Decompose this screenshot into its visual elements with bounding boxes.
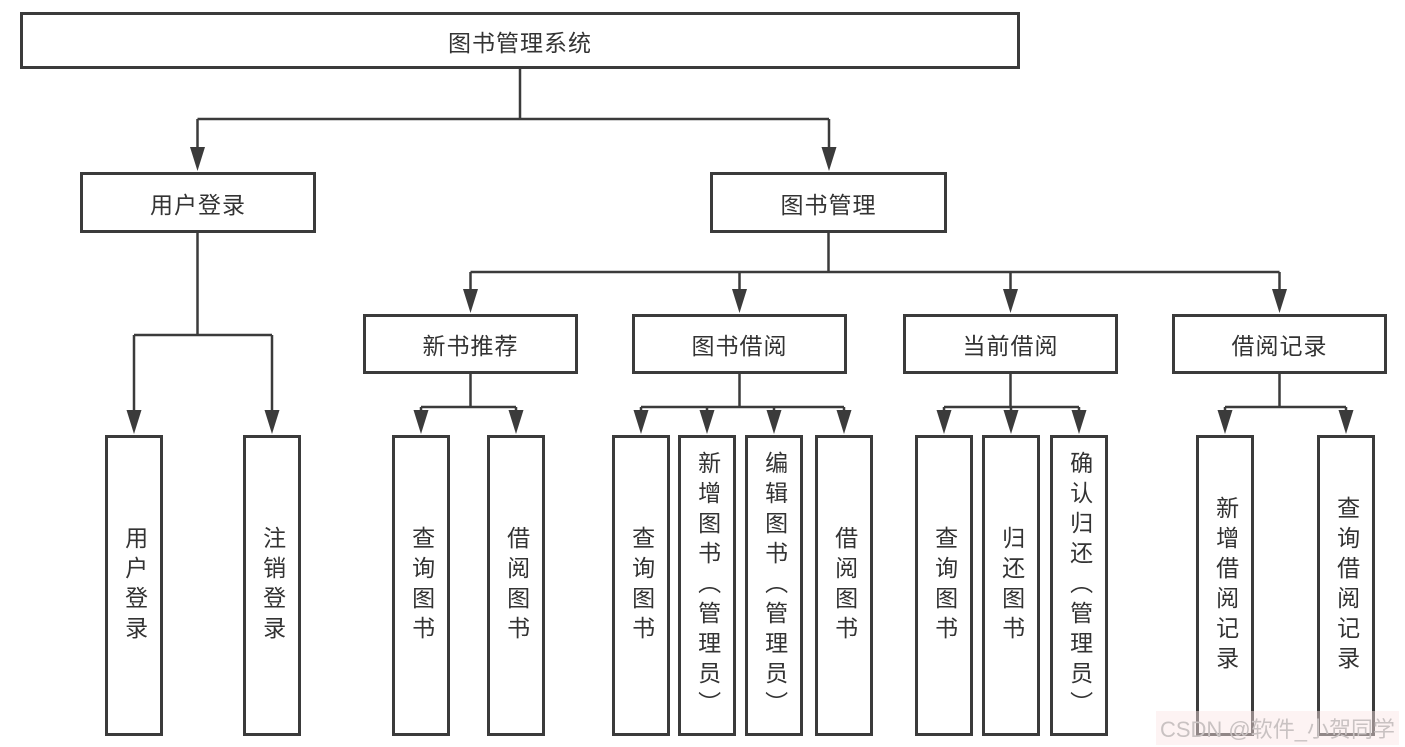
leaf-node-logout: 注销登录	[243, 435, 301, 736]
leaf-node-query-borrow-record: 查询借阅记录	[1317, 435, 1375, 736]
leaf-node-return-books: 归还图书	[982, 435, 1040, 736]
node-label: 确认归还（管理员）	[1066, 450, 1093, 721]
node-book-borrow: 图书借阅	[632, 314, 847, 374]
csdn-watermark: CSDN @软件_小贺同学	[1155, 711, 1399, 745]
node-label: 查询借阅记录	[1333, 495, 1360, 676]
node-user-login: 用户登录	[80, 172, 316, 233]
node-library-management-system: 图书管理系统	[20, 12, 1020, 69]
leaf-node-borrow-books: 借阅图书	[815, 435, 873, 736]
node-label: 借阅记录	[1231, 333, 1328, 359]
leaf-node-confirm-return-admin: 确认归还（管理员）	[1050, 435, 1108, 736]
node-label: 新增借阅记录	[1212, 495, 1239, 676]
leaf-node-add-borrow-record: 新增借阅记录	[1196, 435, 1254, 736]
leaf-node-query-books-recommend: 查询图书	[392, 435, 450, 736]
node-label: 图书管理	[780, 191, 877, 218]
arrowheads	[126, 147, 1354, 434]
node-label: 当前借阅	[962, 333, 1059, 359]
node-new-book-recommend: 新书推荐	[363, 314, 578, 374]
node-label: 用户登录	[150, 191, 246, 218]
node-label: 图书借阅	[691, 333, 788, 359]
node-label: 借阅图书	[503, 525, 530, 646]
leaf-node-borrow-books-recommend: 借阅图书	[487, 435, 545, 736]
node-book-management: 图书管理	[710, 172, 947, 233]
node-label: 注销登录	[259, 525, 286, 646]
node-label: 查询图书	[931, 525, 958, 646]
node-current-borrow: 当前借阅	[903, 314, 1118, 374]
leaf-node-query-books-borrow: 查询图书	[612, 435, 670, 736]
node-label: 查询图书	[628, 525, 655, 646]
node-label: 新书推荐	[422, 333, 519, 359]
node-borrow-records: 借阅记录	[1172, 314, 1387, 374]
node-label: 新增图书（管理员）	[694, 450, 721, 721]
leaf-node-add-book-admin: 新增图书（管理员）	[678, 435, 736, 736]
leaf-node-query-books-current: 查询图书	[915, 435, 973, 736]
leaf-node-user-login: 用户登录	[105, 435, 163, 736]
node-label: 查询图书	[408, 525, 435, 646]
node-label: 归还图书	[998, 525, 1025, 646]
node-label: 借阅图书	[831, 525, 858, 646]
node-label: 用户登录	[121, 525, 148, 646]
leaf-node-edit-book-admin: 编辑图书（管理员）	[745, 435, 803, 736]
node-label: 编辑图书（管理员）	[761, 450, 788, 721]
node-label: 图书管理系统	[448, 29, 592, 56]
